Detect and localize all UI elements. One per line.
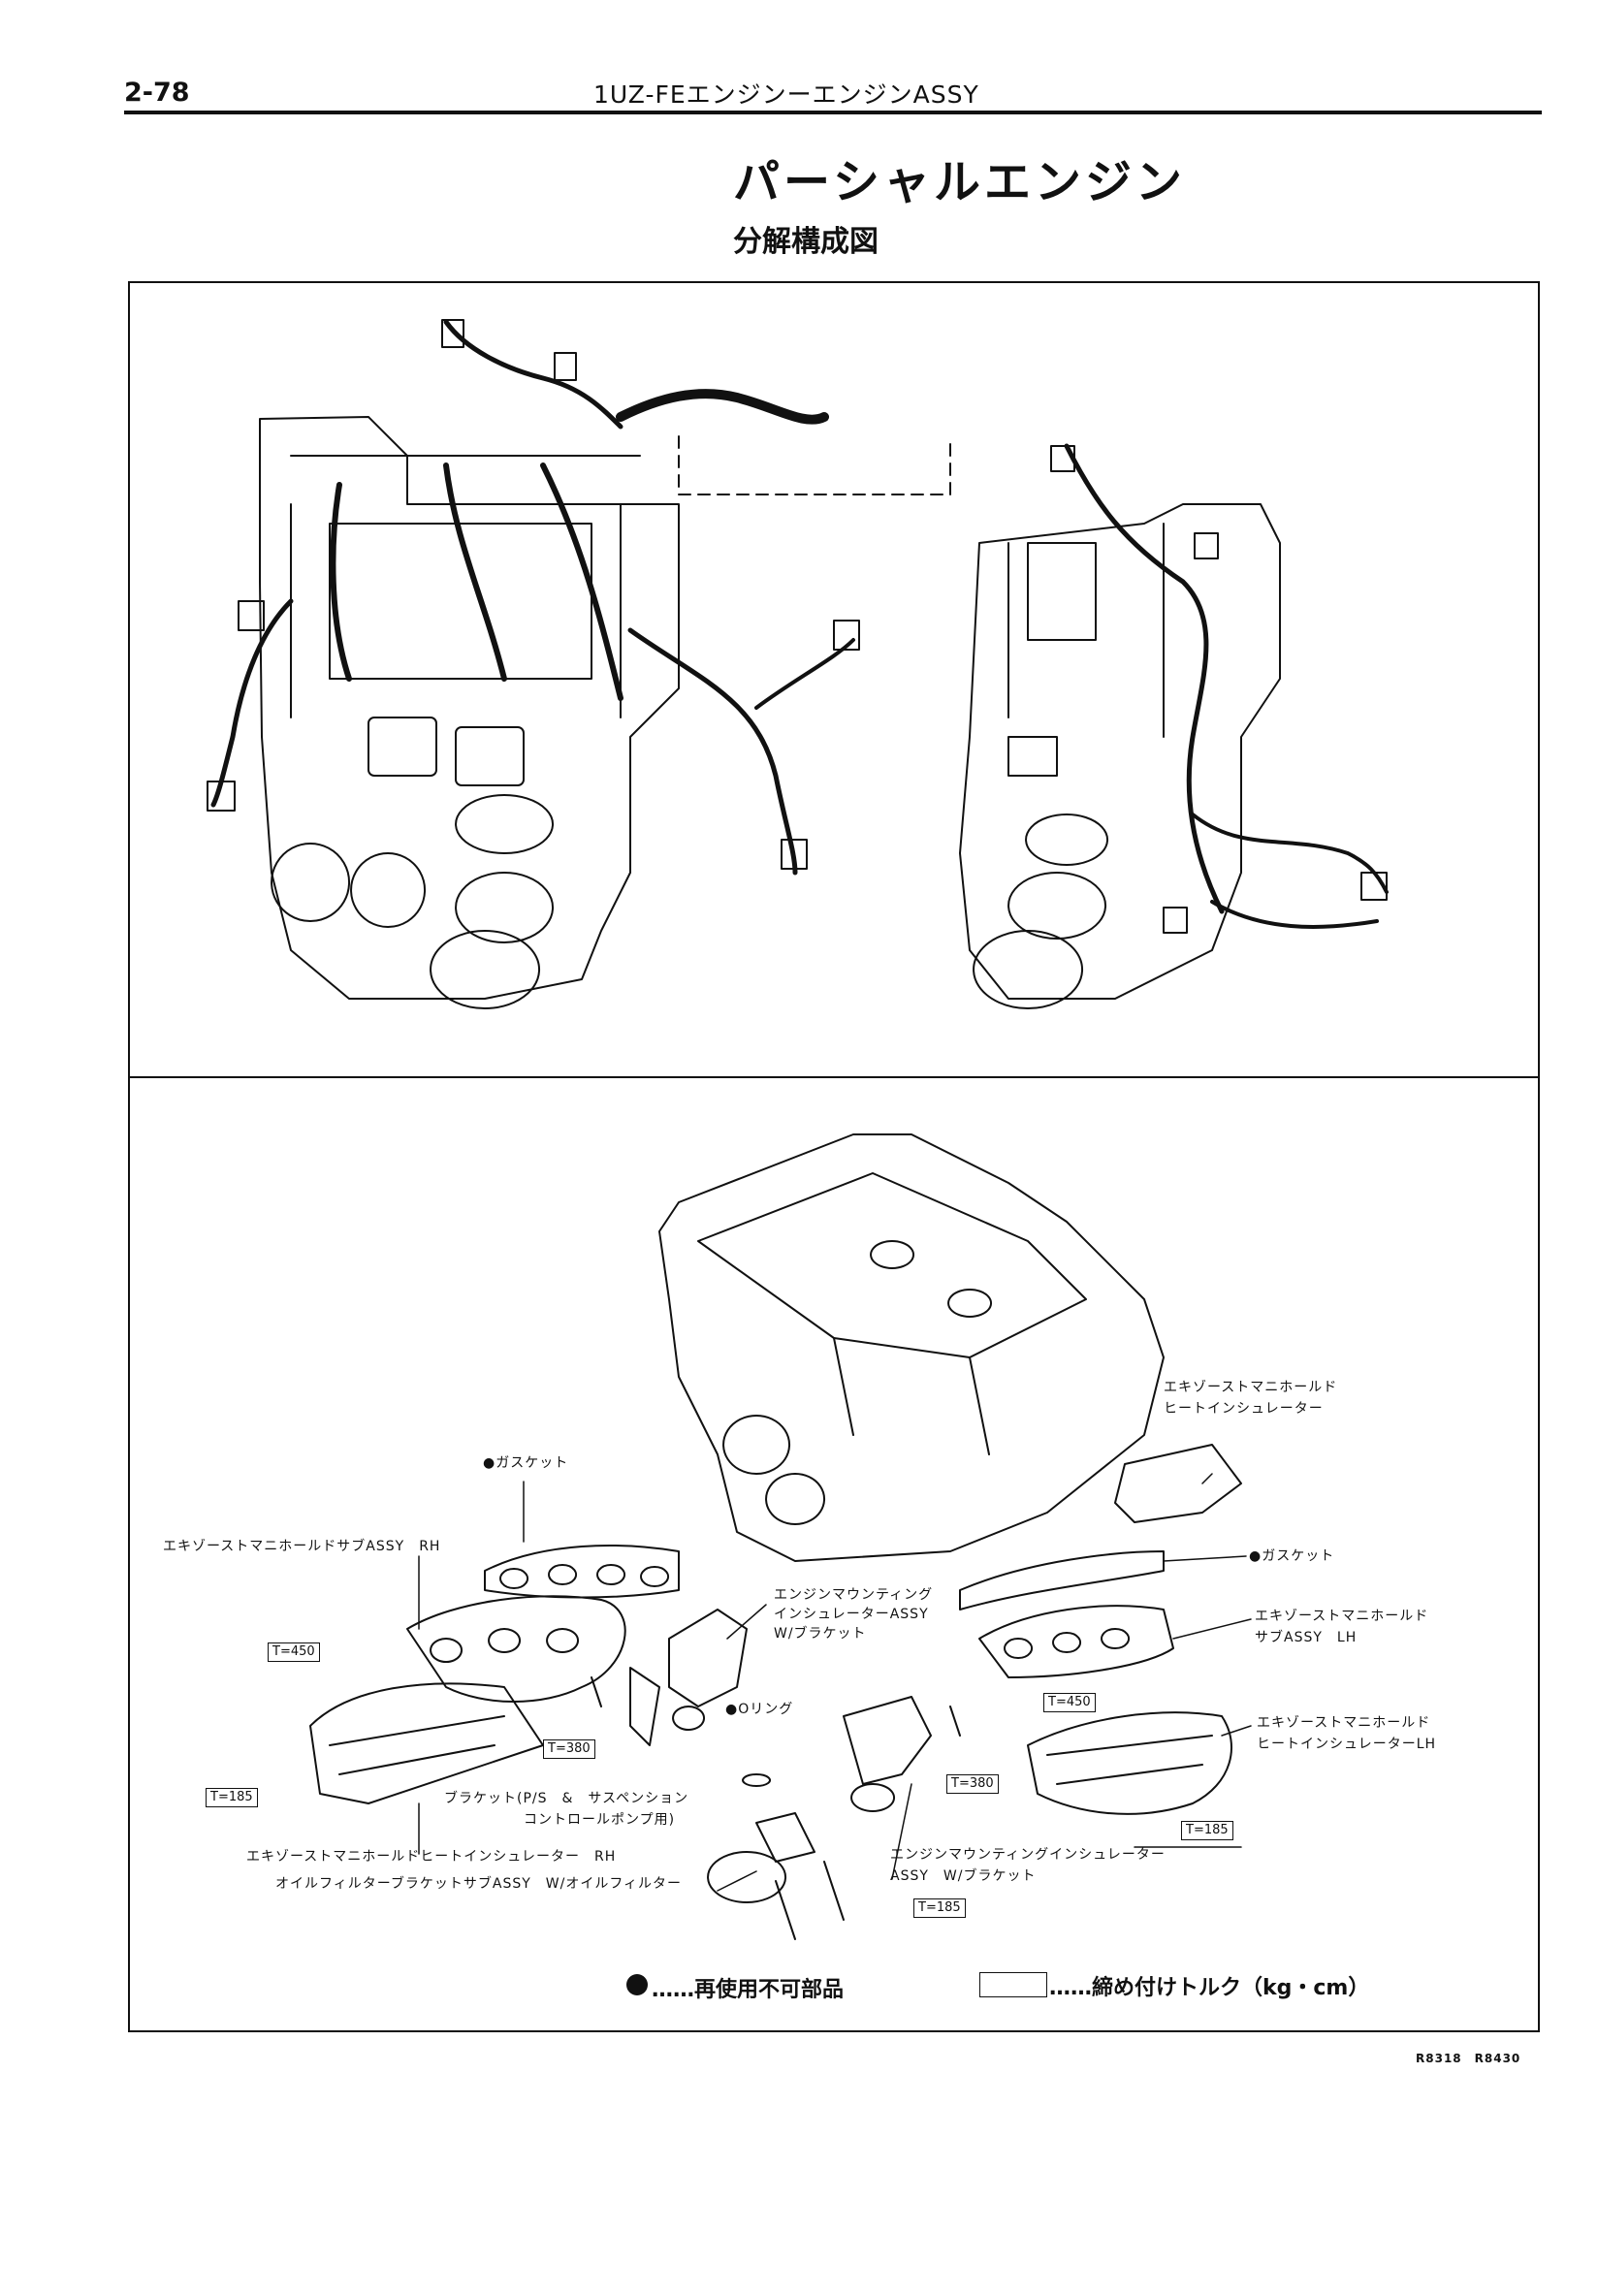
torque-450-right: T=450 — [1043, 1693, 1096, 1712]
label-exhaust-manifold-lh-2: サブASSY LH — [1255, 1630, 1358, 1645]
torque-380-right: T=380 — [946, 1774, 999, 1794]
label-heat-insulator-lh: エキゾーストマニホールド — [1257, 1715, 1431, 1731]
label-engine-mounting-lower: エンジンマウンティングインシュレーター — [890, 1847, 1166, 1863]
torque-185-right: T=185 — [1181, 1821, 1233, 1840]
label-exhaust-heat-insulator-2: ヒートインシュレーター — [1164, 1401, 1324, 1417]
diagram-subtitle: 分解構成図 — [733, 225, 879, 259]
leader-lines — [418, 1473, 1252, 1892]
label-o-ring: ●Oリング — [725, 1702, 794, 1717]
label-bracket-ps: ブラケット(P/S & サスペンション — [444, 1791, 689, 1806]
label-heat-insulator-lh-2: ヒートインシュレーターLH — [1257, 1737, 1437, 1752]
label-engine-mounting-upper-2: インシュレーターASSY — [774, 1607, 929, 1622]
page-number: 2-78 — [124, 78, 190, 108]
label-engine-mounting-upper-3: W/ブラケット — [774, 1626, 867, 1642]
label-exhaust-manifold-rh: エキゾーストマニホールドサブASSY RH — [163, 1539, 441, 1554]
torque-185-left: T=185 — [206, 1788, 258, 1807]
engine-block-illustration — [658, 1133, 1165, 1562]
torque-380-left: T=380 — [543, 1739, 595, 1759]
legend-torque: ……締め付けトルク（kg・cm） — [1049, 1976, 1370, 2000]
page-title: パーシャルエンジン — [733, 155, 1187, 209]
torque-185-bottom: T=185 — [913, 1898, 966, 1918]
torque-450-left: T=450 — [268, 1642, 320, 1662]
non-reusable-part-marker — [626, 1974, 648, 1995]
diagram-frame — [128, 281, 1540, 2032]
label-oil-filter-bracket: オイルフィルターブラケットサブASSY W/オイルフィルター — [275, 1876, 683, 1892]
label-exhaust-heat-insulator: エキゾーストマニホールド — [1164, 1380, 1338, 1395]
exhaust-manifold-rh-illustration — [309, 1545, 680, 1804]
header-rule — [124, 111, 1542, 114]
label-bracket-ps-2: コントロールポンプ用) — [524, 1812, 676, 1828]
label-gasket-right: ●ガスケット — [1249, 1548, 1335, 1564]
engine-mount-parts-illustration — [591, 1609, 961, 1940]
torque-legend-box — [979, 1972, 1047, 1997]
section-title: 1UZ-FEエンジンーエンジンASSY — [593, 80, 979, 109]
exhaust-manifold-lh-illustration — [959, 1444, 1242, 1815]
figure-codes: R8318 R8430 — [1416, 2052, 1521, 2065]
label-heat-insulator-rh: エキゾーストマニホールドヒートインシュレーター RH — [246, 1849, 617, 1865]
engine-harness-rear-illustration — [959, 443, 1389, 1009]
label-gasket-left: ●ガスケット — [483, 1455, 569, 1471]
diagram-divider — [128, 1076, 1540, 1078]
label-engine-mounting-lower-2: ASSY W/ブラケット — [890, 1868, 1037, 1884]
label-exhaust-manifold-lh: エキゾーストマニホールド — [1255, 1609, 1429, 1624]
label-engine-mounting-upper: エンジンマウンティング — [774, 1587, 934, 1603]
legend-non-reusable: ……再使用不可部品 — [652, 1978, 845, 2002]
engine-harness-front-illustration — [207, 319, 951, 1009]
